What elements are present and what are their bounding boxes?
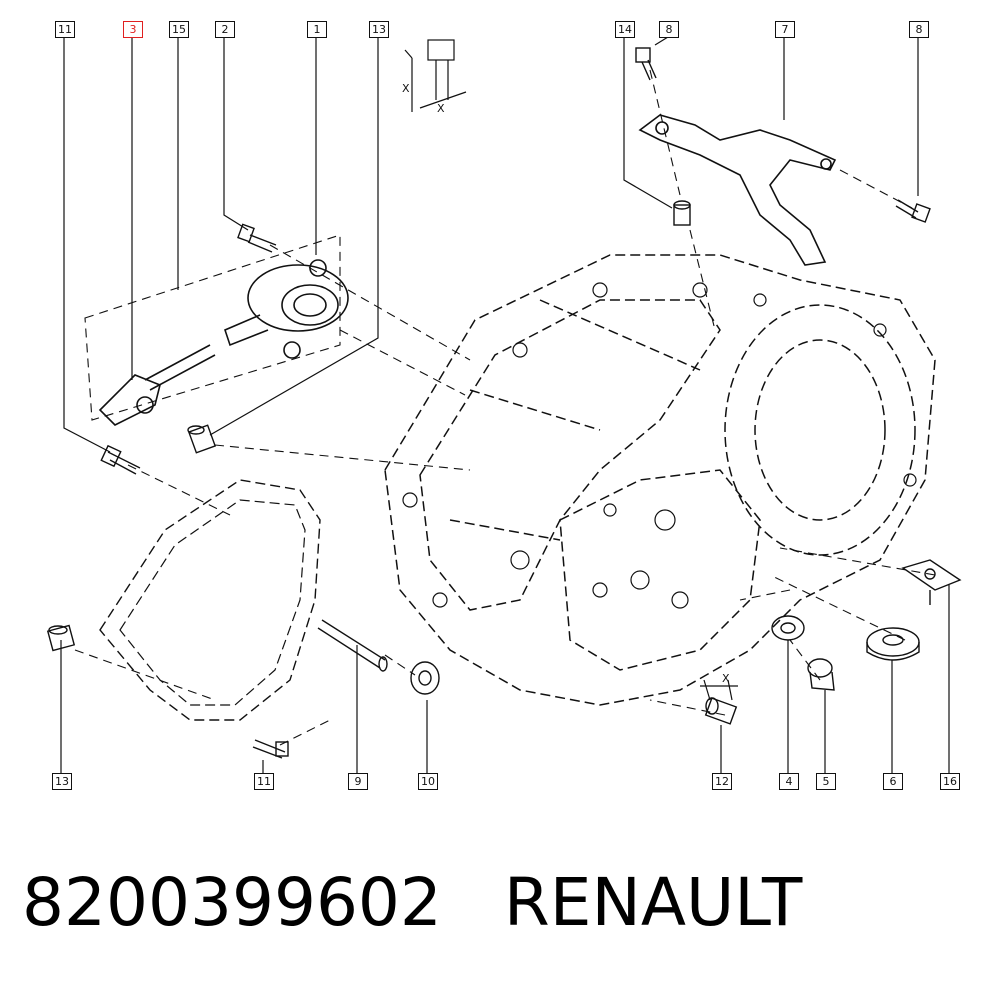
gearbox-housing bbox=[384, 254, 936, 706]
callout-14[interactable]: 14 bbox=[615, 21, 635, 38]
nut-10 bbox=[410, 661, 440, 695]
callout-13-top[interactable]: 13 bbox=[369, 21, 389, 38]
bolt-8-left bbox=[635, 47, 657, 81]
dowel-13-top bbox=[187, 424, 217, 454]
callout-1[interactable]: 1 bbox=[307, 21, 327, 38]
callout-11-bottom[interactable]: 11 bbox=[254, 773, 274, 790]
clip-16 bbox=[901, 559, 962, 605]
dimension-x-bush: X bbox=[722, 672, 730, 685]
callout-16[interactable]: 16 bbox=[940, 773, 960, 790]
callout-2[interactable]: 2 bbox=[215, 21, 235, 38]
callout-15[interactable]: 15 bbox=[169, 21, 189, 38]
callout-13-bottom[interactable]: 13 bbox=[52, 773, 72, 790]
washer-4 bbox=[771, 615, 805, 641]
bolt-2 bbox=[237, 223, 277, 253]
callout-11-top[interactable]: 11 bbox=[55, 21, 75, 38]
release-lever-7 bbox=[638, 114, 837, 266]
clutch-slave-cylinder bbox=[224, 259, 349, 359]
footer-caption: 8200399602 RENAULT bbox=[22, 858, 802, 948]
callout-7[interactable]: 7 bbox=[775, 21, 795, 38]
bolt-11-top bbox=[100, 444, 141, 475]
bush-14 bbox=[673, 200, 691, 226]
callout-10[interactable]: 10 bbox=[418, 773, 438, 790]
leader-lines bbox=[60, 36, 950, 773]
bush-12 bbox=[704, 697, 738, 725]
callout-6[interactable]: 6 bbox=[883, 773, 903, 790]
stud-9 bbox=[317, 619, 388, 672]
callout-4[interactable]: 4 bbox=[779, 773, 799, 790]
hydraulic-pipe bbox=[98, 344, 216, 426]
assembly-dashed-lines bbox=[74, 69, 936, 746]
dimension-marks-12 bbox=[700, 679, 738, 701]
bolt-dimension-detail bbox=[404, 39, 467, 112]
callout-3-highlighted[interactable]: 3 bbox=[123, 21, 143, 38]
callout-5[interactable]: 5 bbox=[816, 773, 836, 790]
callout-9[interactable]: 9 bbox=[348, 773, 368, 790]
brand-name: RENAULT bbox=[503, 864, 803, 941]
callout-8-right[interactable]: 8 bbox=[909, 21, 929, 38]
callout-12[interactable]: 12 bbox=[712, 773, 732, 790]
dowel-13-bottom bbox=[46, 624, 76, 652]
bolt-11-bottom bbox=[252, 739, 289, 759]
housing-bolt-holes bbox=[402, 282, 917, 609]
plug-5 bbox=[807, 658, 835, 691]
bolt-8-right bbox=[895, 199, 931, 223]
part-number: 8200399602 bbox=[22, 864, 442, 941]
callout-8-left[interactable]: 8 bbox=[659, 21, 679, 38]
seal-6 bbox=[866, 627, 920, 661]
gearbox-gasket bbox=[99, 479, 321, 721]
exploded-parts-diagram: X X X bbox=[46, 36, 962, 773]
dimension-labels: X X X bbox=[402, 82, 730, 685]
dimension-x-vertical: X bbox=[402, 82, 410, 95]
dimension-x-horizontal: X bbox=[437, 102, 445, 115]
